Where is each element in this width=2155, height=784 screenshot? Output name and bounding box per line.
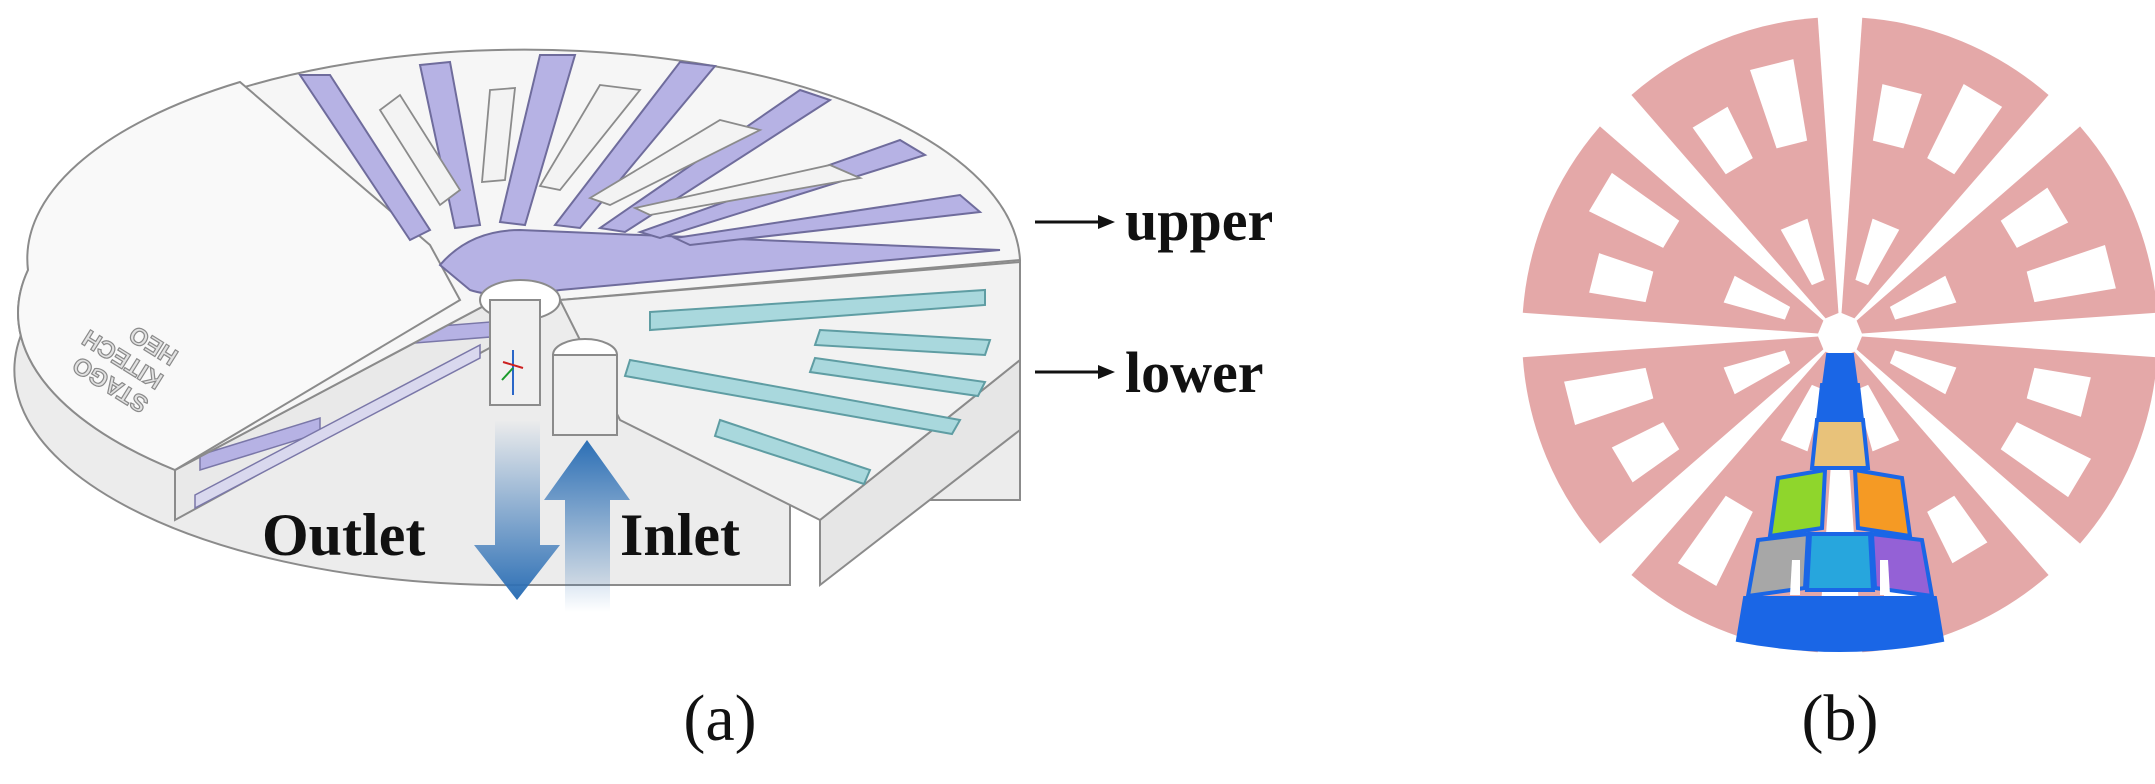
highlight-segment-5 — [1804, 532, 1876, 592]
highlight-segment-3 — [1852, 467, 1913, 539]
sector-7-slot-2 — [1589, 253, 1654, 303]
sector-8-slot-2 — [1692, 106, 1753, 175]
sector-8-slot-1 — [1780, 218, 1825, 286]
caption-a: (a) — [683, 682, 756, 755]
lower-label: lower — [1125, 340, 1264, 405]
highlight-base — [1735, 596, 1945, 652]
sector-5-slot-3 — [1677, 495, 1753, 587]
sector-6-slot-2 — [1611, 422, 1680, 483]
highlighted-channel — [1735, 353, 1945, 652]
sector-2-slot-2 — [2000, 187, 2069, 248]
sector-4-slot-1 — [1855, 384, 1900, 452]
upper-label: upper — [1125, 188, 1273, 253]
outlet-arrow — [474, 420, 560, 600]
highlight-slot-2 — [1790, 560, 1800, 595]
highlight-slot-3 — [1880, 560, 1890, 595]
sector-2-slot-3 — [2026, 244, 2116, 303]
channel-ribs — [378, 84, 864, 216]
sector-5-slot-1 — [1780, 384, 1825, 452]
caption-b: (b) — [1802, 682, 1879, 755]
panel-b-flow-distribution: (b) — [1522, 17, 2155, 755]
sector-2-slot-1 — [1889, 275, 1957, 320]
inlet-label: Inlet — [620, 502, 740, 568]
highlight-segment-1 — [1809, 418, 1871, 470]
inlet-arrow — [544, 440, 630, 612]
center-ports — [479, 279, 618, 436]
upper-channel-network — [298, 54, 1001, 296]
sector-7-slot-3 — [1588, 172, 1680, 248]
sector-6-slot-3 — [1564, 367, 1654, 426]
sector-8-slot-3 — [1749, 59, 1808, 149]
sector-4-slot-2 — [1927, 495, 1988, 564]
sector-1-slot-2 — [1872, 84, 1922, 149]
highlight-tip — [1821, 353, 1859, 387]
highlight-segment-2 — [1767, 467, 1828, 539]
highlight-stem — [1815, 383, 1865, 422]
panel-a-cutaway-model: STAGO KITECH HEO upper lower Outlet Inle… — [13, 48, 1273, 755]
outlet-label: Outlet — [262, 502, 425, 568]
sector-7-slot-1 — [1723, 275, 1791, 320]
lower-pointer-arrow — [1035, 365, 1115, 379]
sector-3-slot-2 — [2026, 367, 2091, 417]
highlight-slot-1 — [1830, 470, 1850, 525]
sector-3-slot-1 — [1889, 350, 1957, 395]
sector-1-slot-3 — [1927, 83, 2003, 175]
upper-pointer-arrow — [1035, 215, 1115, 229]
left-cut-channel-bottom — [194, 343, 481, 510]
lower-channel-network — [623, 288, 992, 486]
lid-surface — [17, 80, 462, 472]
sector-3-slot-3 — [2000, 422, 2092, 498]
sector-6-slot-1 — [1723, 350, 1791, 395]
sector-1-slot-1 — [1855, 218, 1900, 286]
